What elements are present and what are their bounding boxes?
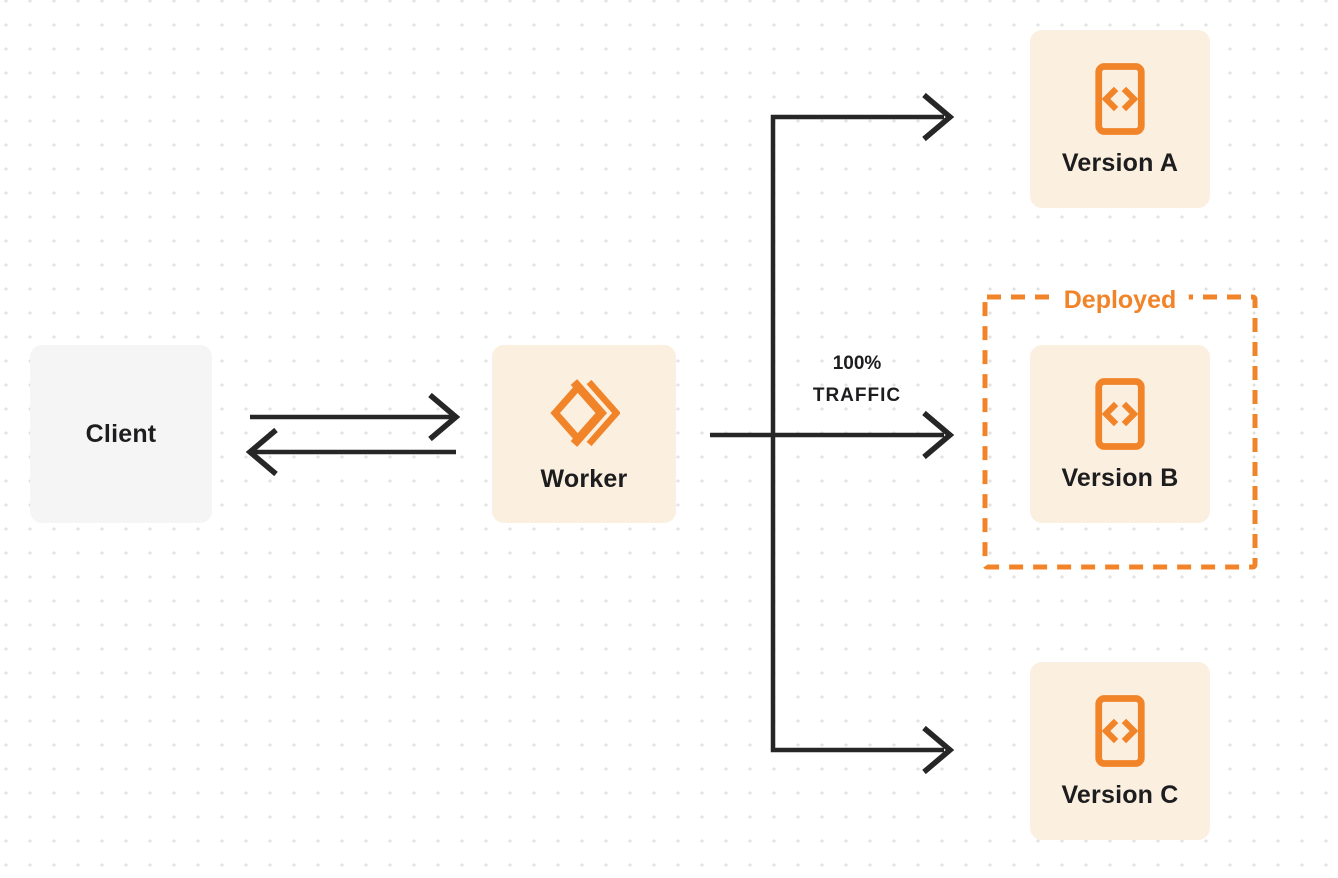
deployed-label: Deployed	[1051, 286, 1189, 315]
client-to-worker-arrow	[250, 392, 461, 442]
cloudflare-worker-icon	[550, 378, 620, 447]
worker-label: Worker	[540, 464, 628, 493]
worker-to-client-arrow	[245, 427, 456, 477]
code-document-icon	[1095, 62, 1145, 135]
version-c-node: Version C	[1030, 662, 1210, 840]
client-node: Client	[30, 345, 212, 523]
branch-to-version-a-and-c-arrow	[770, 92, 955, 775]
version-c-label: Version C	[1061, 780, 1179, 809]
version-a-node: Version A	[1030, 30, 1210, 208]
version-b-node: Version B	[1030, 345, 1210, 523]
code-document-icon	[1095, 694, 1145, 767]
traffic-percent: 100%	[832, 353, 882, 374]
worker-to-version-b-arrow	[710, 410, 955, 460]
client-label: Client	[85, 419, 157, 448]
worker-node: Worker	[492, 345, 676, 523]
version-a-label: Version A	[1061, 148, 1179, 177]
code-document-icon	[1095, 377, 1145, 450]
traffic-label: 100% TRAFFIC	[790, 348, 924, 412]
version-b-label: Version B	[1061, 463, 1179, 492]
traffic-word: TRAFFIC	[812, 385, 902, 406]
